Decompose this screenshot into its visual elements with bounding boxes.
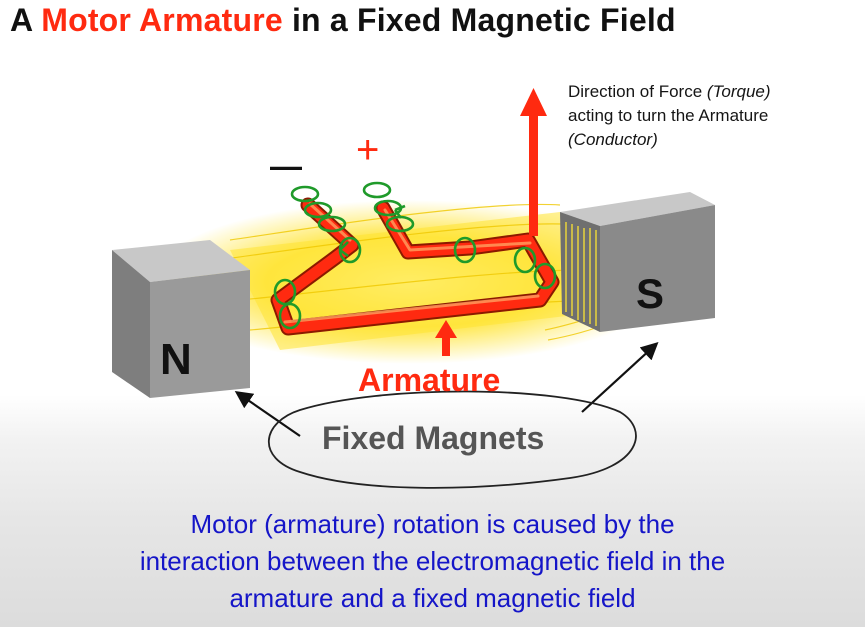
force-direction-annotation: Direction of Force (Torque) acting to tu… (568, 80, 858, 152)
force-note-line-1: Direction of Force (Torque) (568, 80, 858, 104)
force-note-line1-italic: (Torque) (706, 82, 771, 101)
left-up-arrow-icon (234, 391, 301, 437)
page-title: A Motor Armature in a Fixed Magnetic Fie… (10, 2, 860, 42)
caption-line-2: interaction between the electromagnetic … (139, 546, 726, 576)
south-magnet (560, 192, 715, 332)
fixed-magnets-outline (267, 390, 637, 489)
armature-pointer-icon (435, 320, 457, 356)
north-pole-label: N (160, 335, 192, 384)
negative-terminal-sign: — (270, 148, 302, 184)
caption-line-3: armature and a fixed magnetic field (229, 583, 636, 613)
field-loop-arrow-icon (273, 181, 557, 330)
force-note-line1-plain: Direction of Force (568, 82, 703, 101)
title-rest: in a Fixed Magnetic Field (291, 2, 676, 38)
explanation-caption: Motor (armature) rotation is caused by t… (10, 506, 855, 617)
fixed-magnets-label: Fixed Magnets (322, 420, 545, 456)
right-up-arrow-icon (581, 342, 659, 413)
force-note-line-2: acting to turn the Armature (568, 106, 769, 125)
armature-label: Armature (358, 362, 501, 398)
south-pole-label: S (636, 270, 665, 317)
caption-line-1: Motor (armature) rotation is caused by t… (190, 509, 675, 539)
north-magnet (112, 240, 250, 398)
up-arrow-icon (520, 88, 547, 236)
title-highlight: Motor Armature (41, 2, 283, 38)
force-note-line-3: (Conductor) (568, 130, 658, 149)
positive-terminal-sign: + (356, 128, 380, 172)
title-lead: A (10, 2, 33, 38)
